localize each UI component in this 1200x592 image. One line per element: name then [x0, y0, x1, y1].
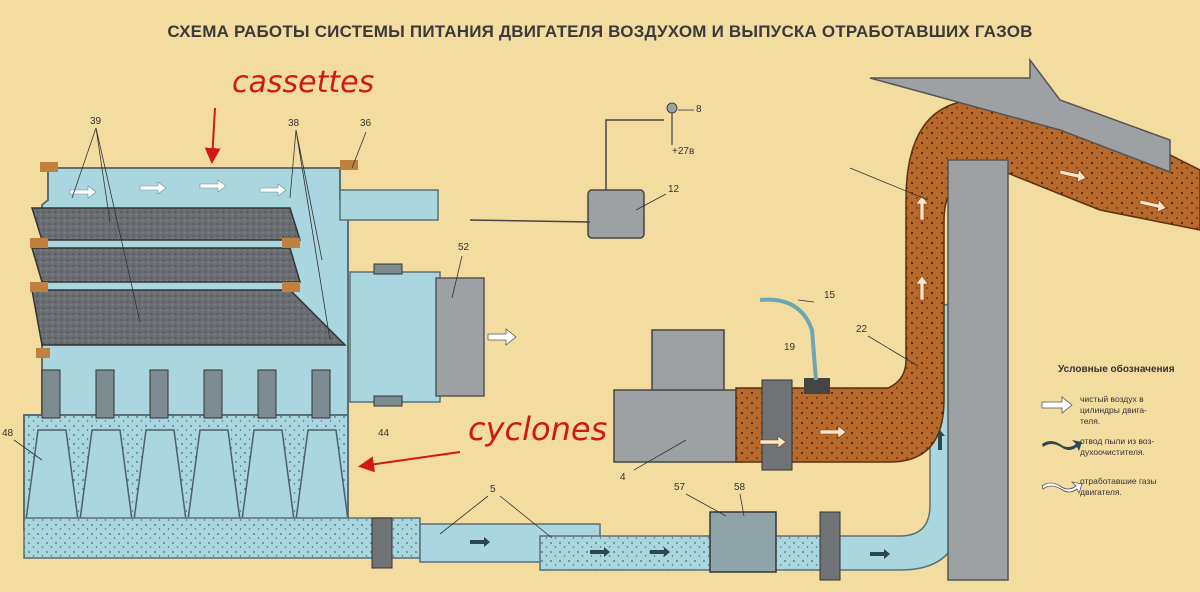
callout-36: 36 [360, 118, 372, 129]
annotation-cyclones: cyclones [468, 410, 607, 448]
callout-5: 5 [490, 484, 496, 495]
annotation-cassettes: cassettes [232, 65, 374, 100]
legend-title: Условные обозначения [1058, 363, 1175, 375]
handwritten-annotations: cassettes cyclones [204, 65, 607, 473]
callout-12: 12 [668, 184, 680, 195]
cyclones-arrow [358, 451, 461, 473]
cassettes-arrow [204, 107, 221, 164]
callout-52: 52 [458, 242, 470, 253]
callout-15: 15 [824, 290, 836, 301]
legend-item-3-line-2: двигателя. [1080, 487, 1122, 497]
exhaust-system [469, 57, 1200, 581]
callout-57: 57 [674, 482, 686, 493]
callout-38: 38 [288, 118, 300, 129]
callout-leaders [13, 109, 929, 539]
pipe-52 [349, 263, 517, 407]
cyclones [23, 369, 421, 559]
diagram-title: СХЕМА РАБОТЫ СИСТЕМЫ ПИТАНИЯ ДВИГАТЕЛЯ В… [167, 22, 1033, 41]
callout-39: 39 [90, 116, 102, 127]
legend: Условные обозначения чистый воздух в цил… [1041, 363, 1175, 497]
legend-item-clean-air: чистый воздух в цилиндры двига- теля. [1041, 394, 1147, 426]
exhaust-arrow-icon [1041, 481, 1083, 495]
legend-item-1-line-2: цилиндры двига- [1080, 405, 1147, 415]
cassettes [30, 160, 358, 358]
callout-19: 19 [784, 342, 796, 353]
callout-4: 4 [620, 472, 626, 483]
legend-item-dust: отвод пыли из воз- духоочистителя. [1042, 436, 1154, 457]
callout-44: 44 [378, 428, 390, 439]
clean-air-arrow-icon [1041, 396, 1073, 414]
callout-48: 48 [2, 428, 14, 439]
callout-8: 8 [696, 104, 702, 115]
legend-item-1-line-3: теля. [1080, 416, 1100, 426]
legend-item-3-line-1: отработавшие газы [1080, 476, 1157, 486]
legend-item-2-line-2: духоочистителя. [1080, 447, 1145, 457]
callout-22: 22 [856, 324, 868, 335]
callout-labels: 39 38 36 52 44 48 5 8 +27в 12 15 19 22 4… [2, 104, 868, 495]
callout-27v: +27в [672, 146, 694, 157]
legend-item-exhaust: отработавшие газы двигателя. [1041, 476, 1157, 497]
air-cleaner [30, 160, 439, 416]
legend-item-2-line-1: отвод пыли из воз- [1080, 436, 1154, 446]
dust-arrow-icon [1042, 440, 1082, 451]
callout-58: 58 [734, 482, 746, 493]
legend-item-1-line-1: чистый воздух в [1080, 394, 1144, 404]
